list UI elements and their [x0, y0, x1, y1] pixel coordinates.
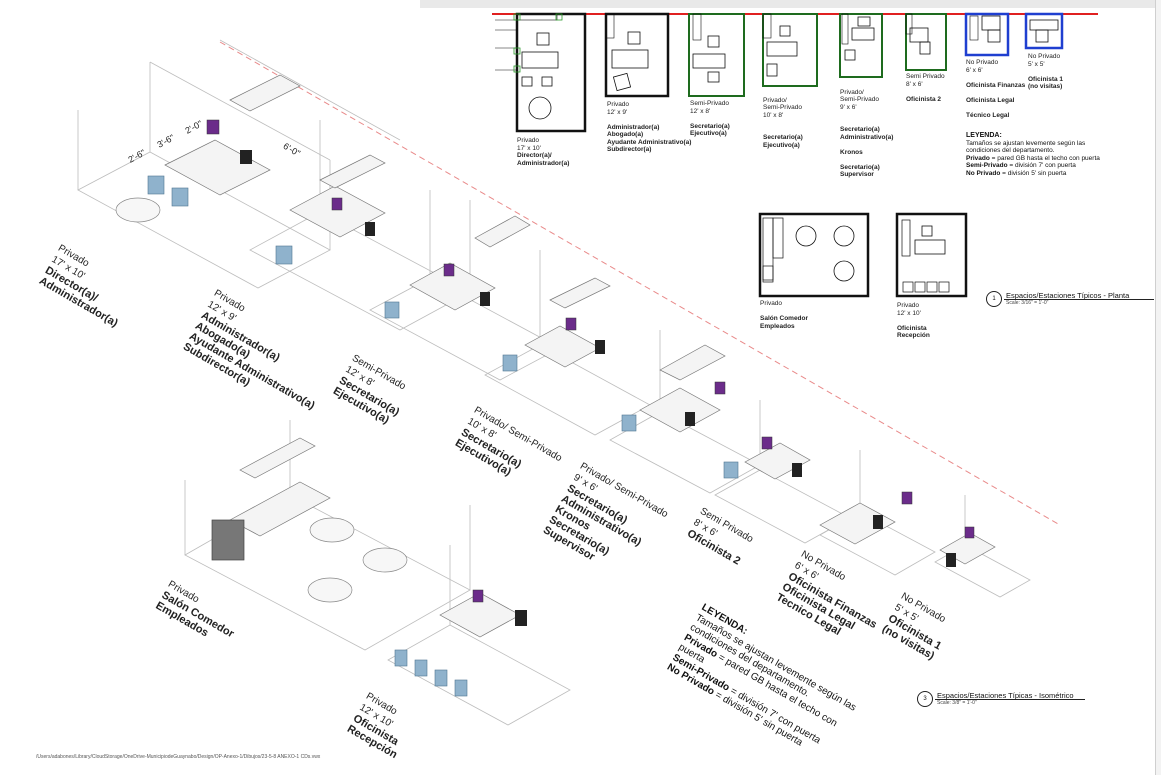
title-plan: 1 Espacios/Estaciones Típicos - Planta S… [986, 291, 1154, 311]
plan-room-director [495, 12, 587, 133]
iso-monitors [206, 119, 975, 603]
right-scroll-edge[interactable] [1155, 0, 1161, 775]
iso-round-tables [115, 197, 408, 603]
iso-vending-machine [211, 519, 245, 561]
plan-room-12x8 [688, 13, 745, 97]
title-iso: 3 Espacios/Estaciones Típicas - Isométri… [917, 691, 1085, 711]
plan-room-recepcion [895, 212, 968, 298]
plan-room-salon [758, 212, 870, 298]
iso-task-chairs [240, 150, 956, 626]
iso-dashed-red-line [219, 41, 1061, 526]
plan-room-8x6 [905, 13, 947, 71]
iso-guest-chairs [147, 175, 739, 697]
plan-room-10x8 [762, 13, 818, 87]
legend-plan: LEYENDA: Tamaños se ajustan levemente se… [966, 132, 1100, 177]
plan-room-9x6 [839, 13, 883, 78]
file-path: /Users/adabones/Library/CloudStorage/One… [36, 754, 321, 760]
plan-room-5x5 [1024, 12, 1064, 50]
top-toolbar-strip [420, 0, 1161, 8]
plan-room-12x9 [604, 12, 670, 98]
plan-room-6x6 [964, 12, 1010, 57]
